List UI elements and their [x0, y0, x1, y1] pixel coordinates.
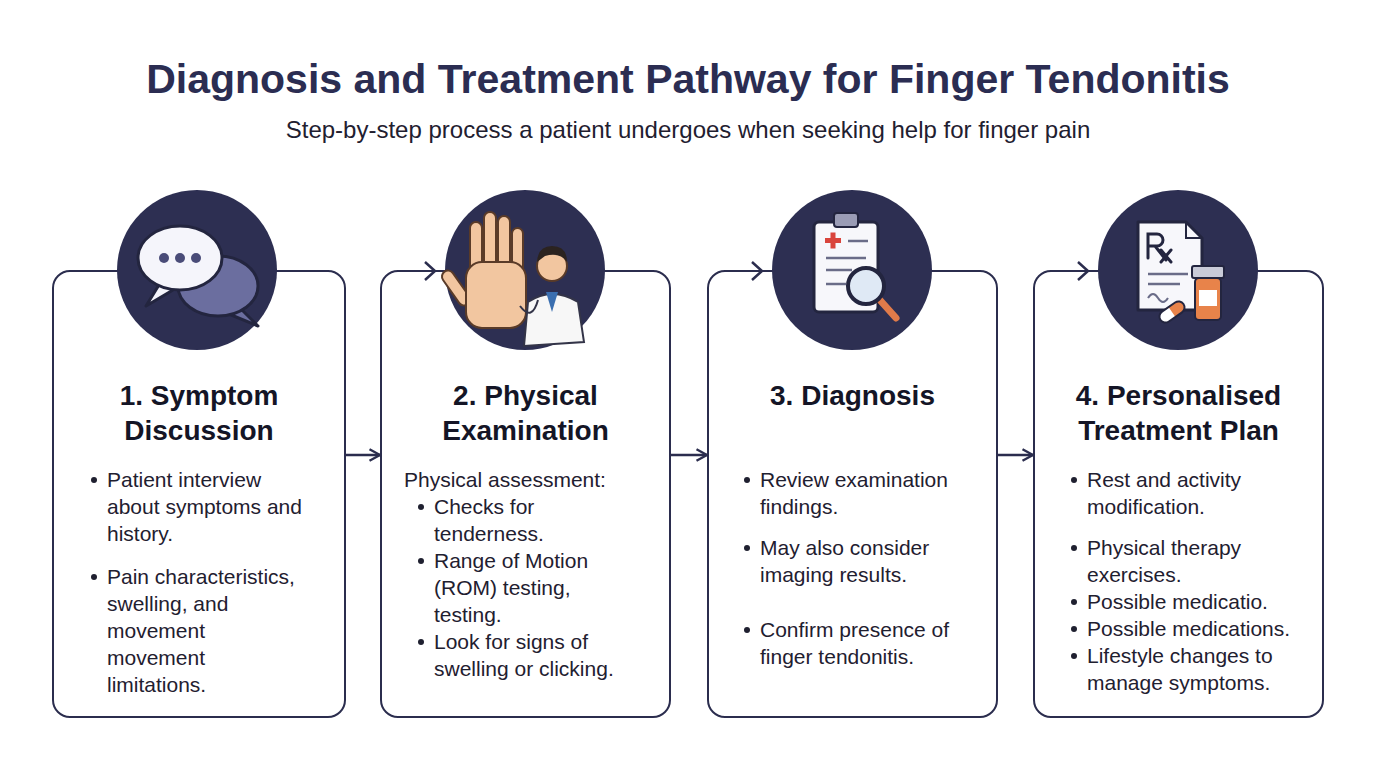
bullet-item: Physical therapy exercises. [1087, 534, 1299, 588]
doctor-head [537, 251, 567, 281]
step-body: Rest and activity modification. Physical … [1087, 466, 1299, 696]
icon-circle [1098, 190, 1258, 350]
bullet-item: Possible medicatio. [1087, 588, 1299, 615]
speech-bubble [178, 256, 258, 316]
step-heading: 4. Personalised Treatment Plan [1054, 378, 1304, 448]
doctor-collar [546, 292, 558, 312]
flow-arrow [671, 454, 707, 457]
icon-circle [445, 190, 605, 350]
bubble-tail [146, 280, 178, 306]
doctor-hair [537, 246, 567, 262]
step-box: 1. Symptom DiscussionPatient interview a… [52, 270, 346, 718]
icon-circle [772, 190, 932, 350]
finger [484, 212, 496, 276]
text-line [826, 257, 866, 260]
palm [466, 262, 526, 328]
magnifier-lens [848, 268, 884, 304]
red-cross [831, 233, 836, 249]
rx-symbol [1148, 234, 1171, 262]
bottle-cap [1192, 266, 1224, 278]
bullet-item: Confirm presence of finger tendonitis. [760, 616, 965, 670]
clipboard [814, 222, 878, 312]
bullet-item: Rest and activity modification. [1087, 466, 1299, 520]
bullet-item: Look for signs of swelling or clicking. [434, 628, 624, 682]
step-body: Review examination findings. May also con… [760, 466, 965, 670]
diagram-title: Diagnosis and Treatment Pathway for Fing… [0, 54, 1376, 104]
text-line [1148, 273, 1188, 276]
connector-group [346, 455, 1033, 456]
step-box: 2. Physical ExaminationPhysical assessme… [380, 270, 671, 718]
top-arrow-head [1078, 262, 1088, 280]
magnifier-handle [879, 299, 896, 318]
capsule [1157, 299, 1187, 325]
bullet-item: Possible medications. [1087, 615, 1299, 642]
top-arrow-head [752, 262, 762, 280]
flow-arrow [346, 454, 380, 457]
stethoscope [520, 300, 538, 313]
bullet-item: Patient interview about symptoms and his… [107, 466, 305, 547]
text-line [826, 269, 852, 272]
text-line [1148, 283, 1180, 286]
red-cross [825, 238, 841, 243]
capsule-outline [1157, 299, 1187, 325]
body-text: Physical assessment: [404, 466, 624, 493]
diagram-subtitle: Step-by-step process a patient undergoes… [0, 115, 1376, 145]
bubble-tail [224, 306, 258, 326]
top-arrow-head [425, 262, 435, 280]
bullet-item: Range of Motion (ROM) testing, testing. [434, 547, 624, 628]
speech-bubble [138, 226, 222, 290]
capsule-half [1157, 299, 1187, 325]
bullet-item: Lifestyle changes to manage symptoms. [1087, 642, 1299, 696]
step-heading: 2. Physical Examination [401, 378, 651, 448]
pill-bottle [1195, 278, 1221, 320]
page-fold [1186, 222, 1202, 238]
bottle-label [1199, 290, 1217, 306]
bullet-item: Review examination findings. [760, 466, 965, 520]
flow-arrow [998, 454, 1033, 457]
step-heading: 3. Diagnosis [728, 378, 978, 413]
capsule-half [1157, 307, 1175, 325]
step-heading: 1. Symptom Discussion [74, 378, 324, 448]
bubble-dot [175, 253, 185, 263]
bubble-dot [159, 253, 169, 263]
signature [1148, 294, 1168, 302]
clipboard-clip [834, 213, 858, 227]
bullet-item: Checks for tenderness. [434, 493, 624, 547]
step-body: Physical assessment:Checks for tendernes… [434, 466, 624, 682]
icon-circle [117, 190, 277, 350]
step-box: 3. DiagnosisReview examination findings.… [707, 270, 998, 718]
prescription-sheet [1138, 222, 1202, 310]
step-body: Patient interview about symptoms and his… [107, 466, 305, 698]
step-box: 4. Personalised Treatment PlanRest and a… [1033, 270, 1324, 718]
bubble-dot [191, 253, 201, 263]
thumb [440, 268, 473, 308]
text-line [848, 240, 868, 243]
heading-area: Diagnosis and Treatment Pathway for Fing… [0, 0, 1376, 160]
finger [512, 228, 523, 278]
doctor-coat [524, 294, 584, 346]
text-line [826, 283, 846, 286]
finger [470, 222, 482, 278]
finger [498, 216, 510, 276]
bullet-item: May also consider imaging results. [760, 534, 965, 588]
bullet-item: Pain characteristics, swelling, and move… [107, 563, 305, 698]
